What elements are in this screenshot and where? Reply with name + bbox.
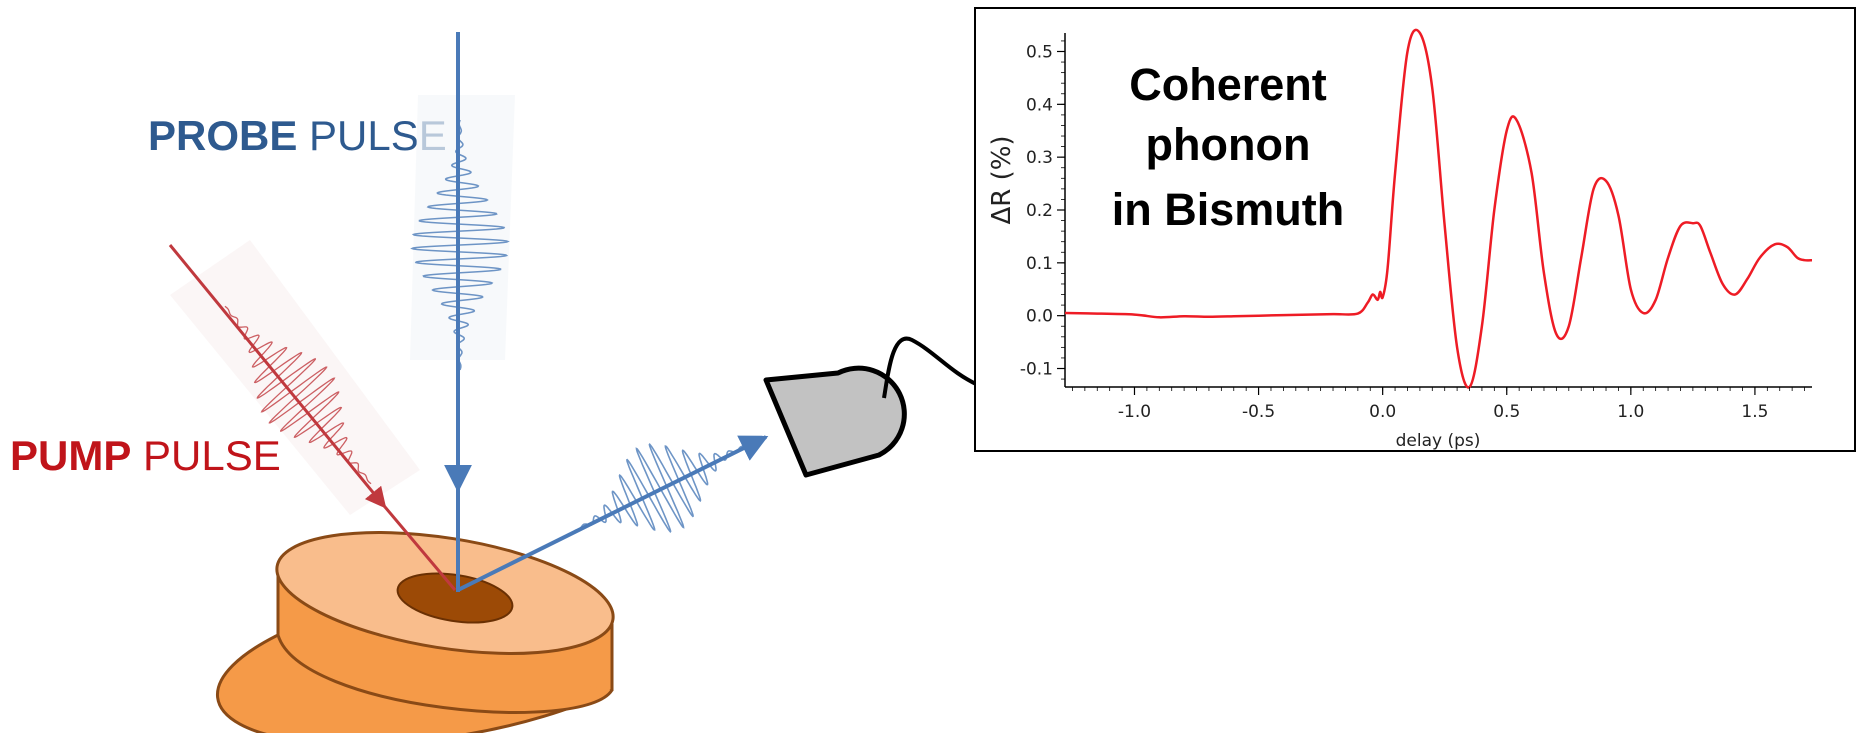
pump-label-bold: PUMP [10, 432, 131, 479]
reflected-beam-arrow [457, 435, 769, 592]
sample-disk [215, 531, 615, 733]
x-tick-label: 1.5 [1741, 402, 1768, 422]
y-tick-label: 0.1 [1026, 254, 1053, 274]
probe-label-bold: PROBE [148, 112, 297, 159]
x-axis-label: delay (ps) [1396, 431, 1481, 451]
photodetector [763, 365, 907, 478]
chart-annotation-line-2: phonon [1146, 119, 1311, 170]
sample-bottom-edge [276, 634, 614, 714]
probe-pulse-label: PROBE PULSE [148, 112, 447, 159]
chart-frame [974, 7, 1856, 452]
y-tick-label: 0.3 [1026, 148, 1053, 168]
probe-halo [410, 95, 515, 360]
x-tick-label: -0.5 [1242, 402, 1275, 422]
detector-cable [882, 336, 979, 399]
x-tick-label: 0.0 [1369, 402, 1396, 422]
x-tick-label: 1.0 [1617, 402, 1644, 422]
y-tick-label: 0.5 [1026, 42, 1053, 62]
delta-r-trace [1064, 28, 1813, 389]
chart-annotation-line-1: Coherent [1129, 59, 1327, 110]
pump-beam-to-sample [383, 506, 457, 591]
pump-beam-arrow [168, 244, 387, 509]
pump-pulse-label: PUMP PULSE [10, 432, 281, 479]
y-tick-label: -0.1 [1020, 360, 1053, 380]
y-axis-label: ΔR (%) [987, 135, 1017, 224]
y-tick-label: 0.0 [1026, 307, 1053, 327]
y-tick-label: 0.4 [1026, 95, 1053, 115]
chart-annotation-line-3: in Bismuth [1112, 184, 1345, 235]
delta-r-chart: -1.0 -0.5 0.0 0.5 1.0 1.5 -0.1 0.0 0.1 0.2 0.3 0.4… [974, 7, 1856, 452]
x-tick-labels: -1.0 -0.5 0.0 0.5 1.0 1.5 [1072, 387, 1805, 422]
pump-label-rest: PULSE [131, 432, 280, 479]
y-tick-labels: -0.1 0.0 0.1 0.2 0.3 0.4 0.5 [1020, 40, 1065, 380]
x-tick-label: -1.0 [1118, 402, 1151, 422]
y-tick-label: 0.2 [1026, 201, 1053, 221]
x-tick-label: 0.5 [1493, 402, 1520, 422]
pump-halo [170, 240, 420, 515]
